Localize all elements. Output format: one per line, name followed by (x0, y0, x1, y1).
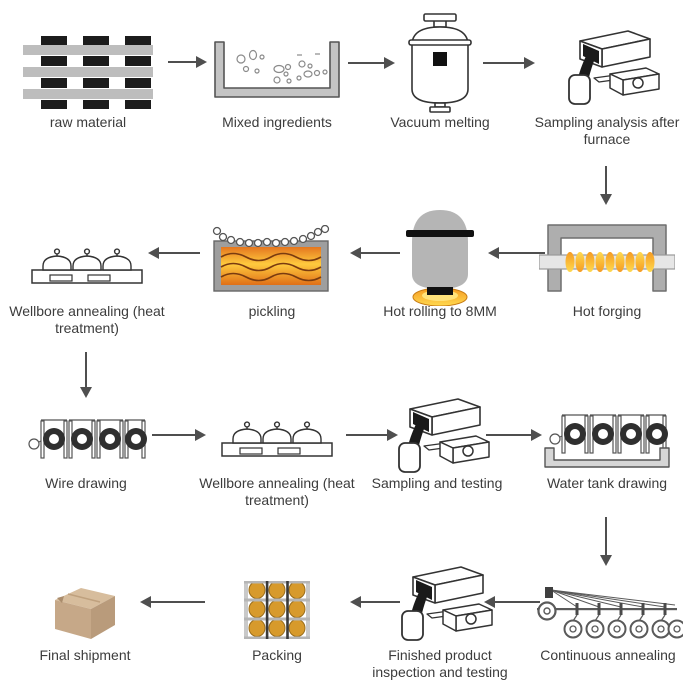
step-label: Hot forging (572, 303, 642, 319)
hot-rolling-icon (406, 210, 474, 306)
arrow-sampling-testing-to-water-tank-drawing (486, 429, 542, 441)
arrow-wellbore-annealing-to-wire-drawing (80, 352, 92, 398)
arrow-wellbore-annealing-to-sampling-testing (346, 429, 398, 441)
arrow-sampling-analysis-to-hot-forging (600, 166, 612, 205)
bubbles (212, 224, 330, 247)
step-final-shipment: Final shipment (10, 576, 160, 664)
flame-coils (565, 251, 655, 272)
continuous-annealing-icon (537, 586, 683, 638)
step-hot-rolling: Hot rolling to 8MM (355, 205, 525, 320)
step-label: Packing (252, 647, 302, 663)
step-label: Wellbore annealing (heat treatment) (9, 303, 165, 336)
arrow-continuous-annealing-to-finished-inspection (484, 596, 540, 608)
step-water-tank-drawing: Water tank drawing (527, 402, 687, 492)
arrow-vacuum-melting-to-sampling-analysis (483, 57, 535, 69)
step-continuous-annealing: Continuous annealing (523, 574, 693, 664)
arrow-raw-material-to-mixed-ingredients (168, 56, 207, 68)
step-label: Water tank drawing (546, 475, 668, 491)
arrow-wire-drawing-to-wellbore-annealing (152, 429, 206, 441)
step-wellbore-annealing-2: Wellbore annealing (heat treatment) (197, 402, 357, 509)
step-label: Mixed ingredients (222, 114, 332, 130)
step-wellbore-annealing-1: Wellbore annealing (heat treatment) (7, 228, 167, 337)
step-label: Sampling analysis after furnace (534, 114, 680, 147)
step-label: Vacuum melting (390, 114, 490, 130)
raw-material-icon (23, 36, 153, 109)
wire-drawing-icon (24, 411, 149, 467)
step-label: Wellbore annealing (heat treatment) (199, 475, 355, 508)
arrow-finished-inspection-to-packing (350, 596, 400, 608)
pouring-crucible-icon (550, 26, 665, 108)
arrow-packing-to-final-shipment (140, 596, 205, 608)
step-sampling-testing: Sampling and testing (352, 394, 522, 492)
pickling-icon (212, 224, 330, 292)
arrow-pickling-to-wellbore-annealing (148, 247, 200, 259)
step-pickling: pickling (197, 220, 347, 320)
step-mixed-ingredients: Mixed ingredients (202, 32, 352, 131)
step-label: Wire drawing (45, 475, 127, 491)
wellbore-annealing-icon (220, 419, 335, 459)
viewport-square (433, 52, 447, 66)
step-label: Finished product inspection and testing (372, 647, 508, 680)
step-label: Final shipment (39, 647, 131, 663)
step-vacuum-melting: Vacuum melting (365, 12, 515, 131)
wellbore-annealing-icon (30, 246, 145, 286)
final-shipment-icon (55, 587, 115, 639)
step-finished-inspection: Finished product inspection and testing (360, 558, 520, 681)
step-wire-drawing: Wire drawing (11, 402, 161, 492)
arrow-mixed-ingredients-to-vacuum-melting (348, 57, 395, 69)
hot-forging-icon (539, 223, 675, 292)
water-tank-drawing-icon (544, 413, 670, 468)
step-label: Hot rolling to 8MM (383, 303, 497, 319)
step-label: pickling (248, 303, 296, 319)
step-label: Continuous annealing (540, 647, 676, 663)
packing-icon (244, 580, 310, 639)
step-packing: Packing (202, 572, 352, 664)
step-label: raw material (49, 114, 127, 130)
step-hot-forging: Hot forging (532, 210, 682, 320)
vacuum-melting-icon (408, 13, 472, 113)
arrow-water-tank-drawing-to-continuous-annealing (600, 517, 612, 566)
arrow-hot-forging-to-hot-rolling (488, 247, 545, 259)
step-sampling-analysis: Sampling analysis after furnace (532, 20, 682, 148)
step-raw-material: raw material (13, 32, 163, 131)
mixed-ingredients-icon (214, 41, 340, 98)
arrow-hot-rolling-to-pickling (350, 247, 400, 259)
step-label: Sampling and testing (371, 475, 503, 491)
